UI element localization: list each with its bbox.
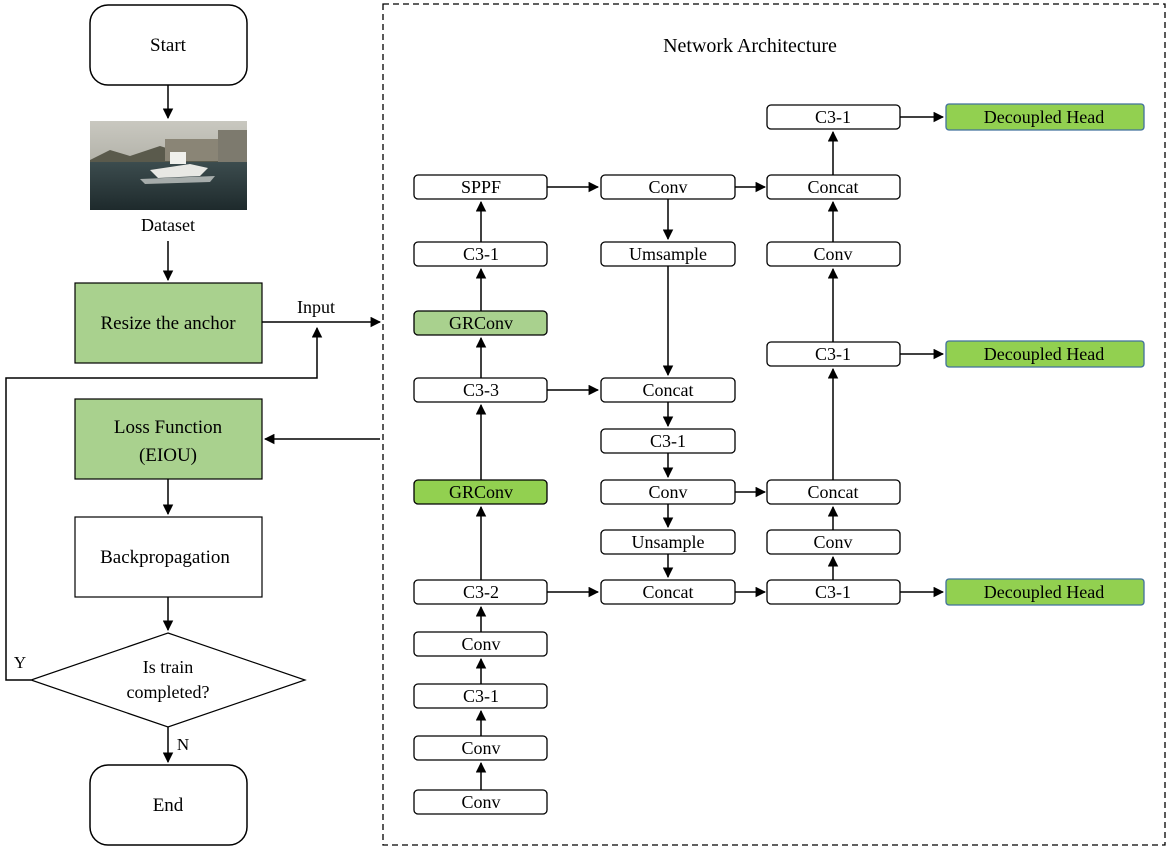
backbone-c3-1-top: C3-1 bbox=[413, 241, 548, 267]
neck-concat-2: Concat bbox=[600, 579, 736, 605]
start-label: Start bbox=[150, 35, 187, 56]
backbone-grconv-low-label: GRConv bbox=[449, 482, 513, 502]
decision-label-2: completed? bbox=[127, 682, 210, 702]
decoupled-head-bottom-label: Decoupled Head bbox=[984, 582, 1104, 602]
backbone-sppf-label: SPPF bbox=[461, 177, 501, 197]
backbone-conv-bottom-label: Conv bbox=[461, 792, 500, 812]
head-c3-1-mid: C3-1 bbox=[766, 341, 901, 367]
decoupled-head-middle: Decoupled Head bbox=[945, 340, 1145, 368]
resize-anchor-label: Resize the anchor bbox=[100, 313, 236, 334]
backbone-grconv-high: GRConv bbox=[413, 310, 548, 336]
backbone-sppf: SPPF bbox=[413, 174, 548, 200]
neck-concat-2-label: Concat bbox=[643, 582, 694, 602]
backbone-conv-bottom: Conv bbox=[413, 789, 548, 815]
neck-conv-top: Conv bbox=[600, 174, 736, 200]
head-c3-1-bottom: C3-1 bbox=[766, 579, 901, 605]
decoupled-head-bottom: Decoupled Head bbox=[945, 578, 1145, 606]
head-conv-a-label: Conv bbox=[813, 532, 852, 552]
neck-conv-top-label: Conv bbox=[648, 177, 687, 197]
loss-function-sub: (EIOU) bbox=[139, 445, 197, 466]
backbone-conv-2: Conv bbox=[413, 735, 548, 761]
yes-label: Y bbox=[14, 653, 26, 672]
decision-node: Is train completed? bbox=[29, 632, 307, 728]
neck-conv-mid-label: Conv bbox=[648, 482, 687, 502]
backpropagation-node: Backpropagation bbox=[74, 516, 263, 598]
backbone-conv-3: Conv bbox=[413, 631, 548, 657]
decision-label-1: Is train bbox=[143, 657, 193, 677]
decoupled-head-top: Decoupled Head bbox=[945, 103, 1145, 131]
end-label: End bbox=[153, 795, 184, 816]
neck-upsample-2: Unsample bbox=[600, 529, 736, 555]
input-label: Input bbox=[297, 297, 335, 317]
loop-back-line bbox=[5, 326, 323, 681]
backbone-c3-1: C3-1 bbox=[413, 683, 548, 709]
head-c3-1-mid-label: C3-1 bbox=[815, 344, 851, 364]
neck-upsample-1-label: Umsample bbox=[629, 244, 707, 264]
neck-upsample-2-label: Unsample bbox=[632, 532, 705, 552]
network-title: Network Architecture bbox=[663, 35, 837, 57]
backbone-grconv-high-label: GRConv bbox=[449, 313, 513, 333]
decoupled-head-middle-label: Decoupled Head bbox=[984, 344, 1104, 364]
no-label: N bbox=[177, 735, 189, 754]
dataset-image bbox=[90, 121, 247, 210]
head-c3-1-top-label: C3-1 bbox=[815, 107, 851, 127]
loss-function-node: Loss Function (EIOU) bbox=[74, 398, 263, 480]
backbone-c3-1-top-label: C3-1 bbox=[463, 244, 499, 264]
dataset-label: Dataset bbox=[141, 215, 195, 235]
neck-conv-mid: Conv bbox=[600, 479, 736, 505]
neck-c3-1: C3-1 bbox=[600, 428, 736, 454]
backbone-c3-2-label: C3-2 bbox=[463, 582, 499, 602]
neck-c3-1-label: C3-1 bbox=[650, 431, 686, 451]
backbone-c3-3: C3-3 bbox=[413, 377, 548, 403]
resize-anchor-node: Resize the anchor bbox=[74, 282, 263, 364]
network-frame bbox=[382, 3, 1166, 846]
loss-function-label: Loss Function bbox=[114, 417, 223, 438]
head-concat-a: Concat bbox=[766, 479, 901, 505]
head-c3-1-bottom-label: C3-1 bbox=[815, 582, 851, 602]
head-concat-b-label: Concat bbox=[808, 177, 859, 197]
backbone-conv-3-label: Conv bbox=[461, 634, 500, 654]
backbone-c3-3-label: C3-3 bbox=[463, 380, 499, 400]
neck-concat-1: Concat bbox=[600, 377, 736, 403]
head-conv-b: Conv bbox=[766, 241, 901, 267]
head-concat-a-label: Concat bbox=[808, 482, 859, 502]
head-concat-b: Concat bbox=[766, 174, 901, 200]
backpropagation-label: Backpropagation bbox=[100, 547, 230, 568]
head-conv-b-label: Conv bbox=[813, 244, 852, 264]
head-conv-a: Conv bbox=[766, 529, 901, 555]
neck-concat-1-label: Concat bbox=[643, 380, 694, 400]
decoupled-head-top-label: Decoupled Head bbox=[984, 107, 1104, 127]
start-node: Start bbox=[89, 4, 248, 86]
head-c3-1-top: C3-1 bbox=[766, 104, 901, 130]
backbone-grconv-low: GRConv bbox=[413, 479, 548, 505]
backbone-c3-1-label: C3-1 bbox=[463, 686, 499, 706]
backbone-c3-2: C3-2 bbox=[413, 579, 548, 605]
backbone-conv-2-label: Conv bbox=[461, 738, 500, 758]
end-node: End bbox=[89, 764, 248, 846]
neck-upsample-1: Umsample bbox=[600, 241, 736, 267]
